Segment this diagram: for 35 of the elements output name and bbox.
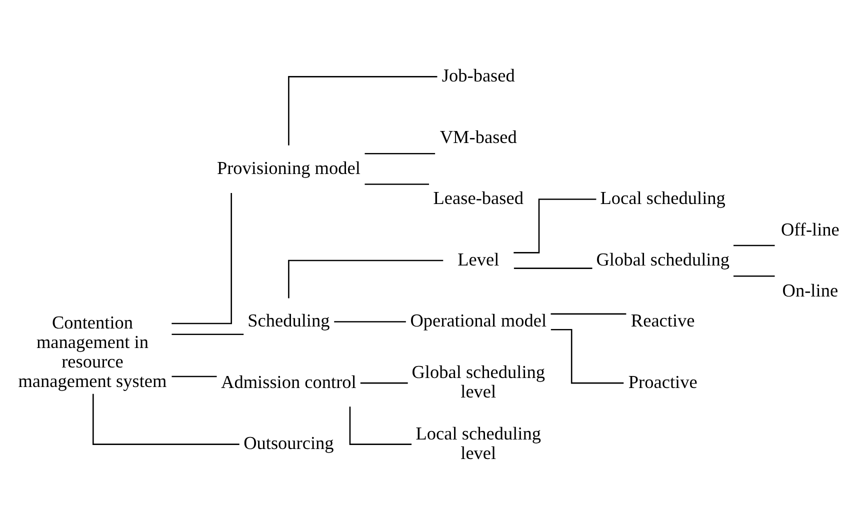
node-text: Reactive xyxy=(630,310,695,331)
connector xyxy=(334,321,406,322)
node-text: VM-based xyxy=(440,126,517,147)
connector xyxy=(550,328,624,384)
node-text: Proactive xyxy=(628,372,698,392)
connector xyxy=(172,193,232,324)
node-text: Lease-based xyxy=(433,188,524,208)
connector xyxy=(92,394,240,445)
connector xyxy=(172,334,244,336)
connector xyxy=(349,406,412,445)
connector xyxy=(550,313,626,315)
node-text: Global scheduling xyxy=(596,249,730,270)
node-text: Operational model xyxy=(410,310,547,331)
connector xyxy=(172,376,217,378)
connector xyxy=(514,198,596,254)
connector xyxy=(734,244,775,246)
node-text: Global scheduling level xyxy=(412,362,546,402)
node-text: Provisioning model xyxy=(216,158,360,178)
node-text: Off-line xyxy=(780,219,840,240)
node-text: Admission control xyxy=(221,372,356,392)
node-text: Local scheduling xyxy=(600,188,726,208)
node-text: Job-based xyxy=(442,66,515,86)
node-text: Scheduling xyxy=(248,310,330,331)
connector xyxy=(360,382,408,384)
connector xyxy=(288,260,444,298)
node-text: Level xyxy=(458,249,500,270)
connector xyxy=(288,76,438,146)
node-text: Outsourcing xyxy=(244,433,334,454)
node-text: Contention management in resource management system xyxy=(18,312,167,392)
node-text: On-line xyxy=(782,280,838,301)
connector xyxy=(364,184,430,185)
connector xyxy=(734,276,775,277)
connector xyxy=(514,268,592,269)
node-text: Local scheduling level xyxy=(416,423,541,463)
connector xyxy=(364,152,436,154)
